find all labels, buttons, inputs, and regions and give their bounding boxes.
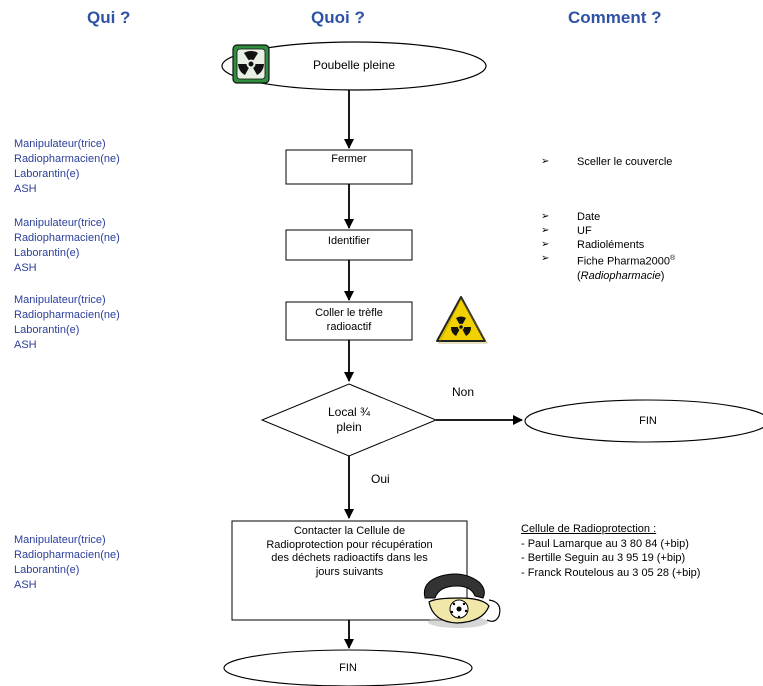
- decision-node-label: Local ¾ plein: [299, 405, 399, 435]
- who-role: Manipulateur(trice): [14, 534, 106, 546]
- stick-node-label-line: radioactif: [326, 321, 372, 333]
- who-group-identify: Manipulateur(trice) Radiopharmacien(ne) …: [14, 216, 120, 276]
- contact-line: - Franck Routelous au 3 05 28 (+bip): [521, 566, 701, 579]
- column-heading-what: Quoi ?: [311, 8, 365, 27]
- how-item-text: UF: [577, 225, 592, 237]
- contact-node-label: Contacter la Cellule de Radioprotection …: [234, 525, 465, 579]
- how-item: ➢ Date: [541, 210, 675, 224]
- arrow-bullet-icon: ➢: [541, 225, 550, 236]
- close-node-shape: [285, 149, 413, 185]
- who-group-contact: Manipulateur(trice) Radiopharmacien(ne) …: [14, 533, 120, 593]
- close-node-label: Fermer: [331, 153, 367, 165]
- end-node-shape: [223, 649, 473, 686]
- who-role: ASH: [14, 339, 37, 351]
- how-item-text: Fiche Pharma2000: [577, 255, 670, 268]
- contact-node-label-line: des déchets radioactifs dans les: [271, 552, 428, 564]
- how-item-text: Radioléments: [577, 239, 645, 251]
- contact-node-label-line: Contacter la Cellule de: [293, 525, 406, 537]
- how-item: ➢ Fiche Pharma2000®: [541, 252, 675, 269]
- edge-label-yes: Oui: [371, 472, 390, 486]
- who-group-stick: Manipulateur(trice) Radiopharmacien(ne) …: [14, 293, 120, 353]
- who-role: Radiopharmacien(ne): [14, 153, 120, 165]
- arrow-bullet-icon: ➢: [541, 239, 550, 250]
- how-item-note: (Radiopharmacie): [577, 269, 665, 282]
- who-role: ASH: [14, 262, 37, 274]
- stick-node-label: Coller le trèfle radioactif: [286, 306, 412, 334]
- arrow-bullet-icon: ➢: [541, 156, 550, 167]
- radiation-warning-icon: [436, 296, 488, 344]
- who-role: Laborantin(e): [14, 168, 80, 180]
- who-role: ASH: [14, 579, 37, 591]
- edge-label-no: Non: [452, 385, 475, 399]
- column-heading-how: Comment ?: [568, 8, 662, 27]
- how-seal: ➢ Sceller le couvercle: [541, 155, 672, 169]
- contact-line: - Bertille Seguin au 3 95 19 (+bip): [521, 552, 686, 564]
- decision-node-label-line: plein: [336, 420, 362, 434]
- end-no-node-label: FIN: [639, 415, 657, 427]
- how-identify-list: ➢ Date ➢ UF ➢ Radioléments ➢ Fiche Pharm…: [541, 210, 675, 283]
- stick-node-label-line: Coller le trèfle: [315, 307, 383, 319]
- end-node-label: FIN: [339, 662, 357, 674]
- arrow-bullet-icon: ➢: [541, 253, 550, 264]
- who-role: ASH: [14, 183, 37, 195]
- who-role: Manipulateur(trice): [14, 138, 106, 150]
- contact-line: - Paul Lamarque au 3 80 84 (+bip): [521, 537, 689, 550]
- registered-mark: ®: [669, 255, 676, 262]
- who-role: Laborantin(e): [14, 247, 80, 259]
- contact-title: Cellule de Radioprotection :: [521, 523, 657, 535]
- who-group-close: Manipulateur(trice) Radiopharmacien(ne) …: [14, 137, 120, 197]
- who-role: Manipulateur(trice): [14, 217, 106, 229]
- who-role: Laborantin(e): [14, 564, 80, 576]
- who-role: Radiopharmacien(ne): [14, 309, 120, 321]
- who-role: Radiopharmacien(ne): [14, 232, 120, 244]
- identify-node-label: Identifier: [327, 235, 371, 247]
- how-item-text: Date: [577, 211, 601, 223]
- stick-node-shape: [285, 301, 413, 341]
- contact-node-label-line: jours suivants: [315, 565, 384, 578]
- end-no-node-shape: [524, 399, 763, 443]
- column-heading-who: Qui ?: [87, 8, 131, 27]
- who-role: Radiopharmacien(ne): [14, 549, 120, 561]
- how-item-note-text: Radiopharmacie: [580, 269, 661, 282]
- telephone-icon: [423, 573, 501, 628]
- how-item-text: Sceller le couvercle: [577, 156, 673, 168]
- start-node-label: Poubelle pleine: [312, 58, 396, 72]
- who-role: Manipulateur(trice): [14, 294, 106, 306]
- who-role: Laborantin(e): [14, 324, 80, 336]
- arrow-bullet-icon: ➢: [541, 211, 550, 222]
- contact-node-label-line: Radioprotection pour récupération: [266, 538, 433, 551]
- decision-node-label-line: Local ¾: [327, 405, 371, 419]
- contact-info: Cellule de Radioprotection : - Paul Lama…: [521, 522, 700, 580]
- start-node-shape: [221, 41, 487, 91]
- how-item: ➢ Sceller le couvercle: [541, 155, 672, 169]
- radioactive-bin-icon: [232, 44, 270, 84]
- identify-node-shape: [285, 229, 413, 261]
- contact-node-shape: [231, 520, 468, 621]
- how-item: ➢ UF: [541, 224, 675, 238]
- how-item: ➢ Radioléments: [541, 238, 675, 252]
